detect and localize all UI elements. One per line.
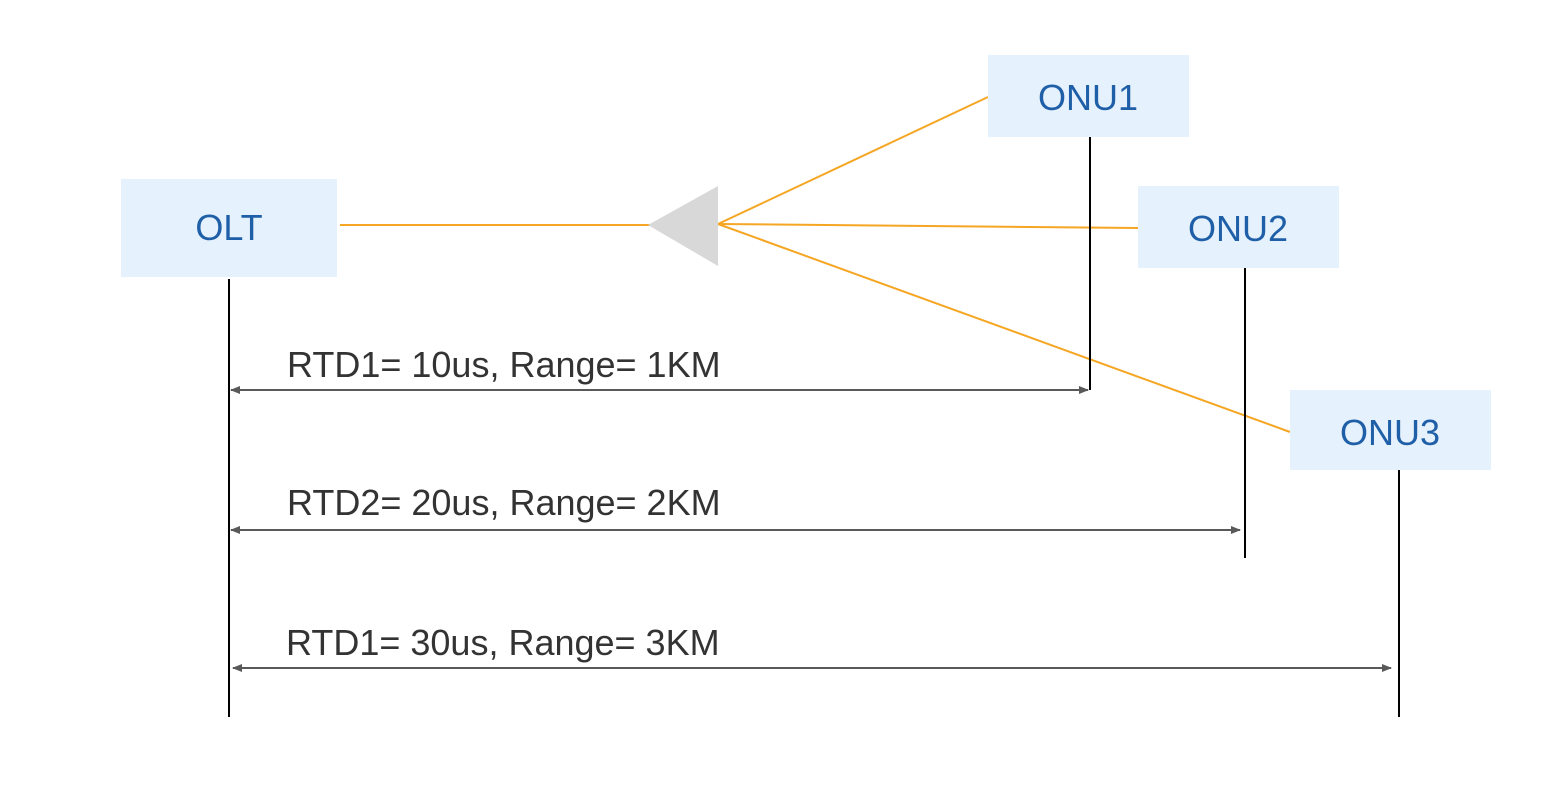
onu3-label: ONU3 (1340, 412, 1440, 453)
onu3-node: ONU3 (1290, 390, 1491, 470)
onu2-box (1138, 186, 1339, 268)
onu2-label: ONU2 (1188, 208, 1288, 249)
measurement-label-1: RTD1= 10us, Range= 1KM (287, 344, 721, 385)
onu1-box (988, 55, 1189, 137)
fiber-splitter-onu3 (717, 223, 1291, 433)
olt-node: OLT (121, 179, 337, 277)
fiber-splitter-onu2 (717, 223, 1139, 229)
olt-box (121, 179, 337, 277)
onu3-box (1290, 390, 1491, 470)
olt-label: OLT (195, 207, 262, 248)
measurement-label-3: RTD1= 30us, Range= 3KM (286, 622, 720, 663)
measurement-onu1: RTD1= 10us, Range= 1KM (230, 344, 1089, 394)
onu2-node: ONU2 (1138, 186, 1339, 268)
onu1-node: ONU1 (988, 55, 1189, 137)
measurement-onu2: RTD2= 20us, Range= 2KM (230, 482, 1241, 534)
measurement-label-2: RTD2= 20us, Range= 2KM (287, 482, 721, 523)
onu1-label: ONU1 (1038, 77, 1138, 118)
measurement-onu3: RTD1= 30us, Range= 3KM (232, 622, 1392, 672)
splitter-icon (648, 186, 718, 266)
fiber-splitter-onu1 (717, 96, 989, 225)
